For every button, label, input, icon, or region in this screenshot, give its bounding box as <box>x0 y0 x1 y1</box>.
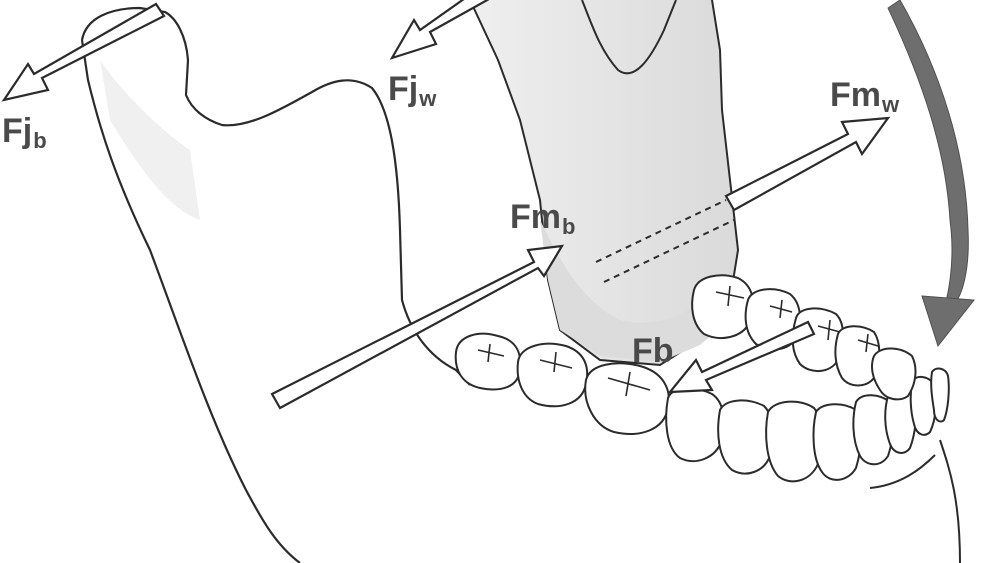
ramus-inner-shade <box>100 60 200 220</box>
label-fm-working: Fmw <box>830 78 899 116</box>
incisor-tooth <box>909 376 938 436</box>
balancing-side-mandible <box>80 6 471 563</box>
molar-tooth <box>516 342 589 408</box>
force-arrow-icon <box>389 0 490 60</box>
lower-teeth-row <box>454 332 950 483</box>
incisor-tooth <box>812 403 863 481</box>
label-fm-balancing: Fmb <box>510 200 575 238</box>
force-arrow-icon <box>1 2 166 102</box>
force-arrow-icon <box>667 320 816 394</box>
working-ramus-shading <box>540 220 730 362</box>
label-fm-w-main: Fm <box>830 76 881 114</box>
curved-arrow-head <box>921 295 975 348</box>
label-fj-w-main: Fj <box>388 70 419 108</box>
incisor-tooth <box>852 394 895 466</box>
chin-body <box>869 439 961 563</box>
far-teeth-row <box>691 274 917 401</box>
force-arrow-icon <box>724 116 891 212</box>
incisor-tooth <box>930 367 950 423</box>
label-fj-balancing: Fjb <box>2 114 47 152</box>
molar-tooth <box>691 274 755 339</box>
canine-tooth <box>871 347 917 401</box>
label-fm-w-sub: w <box>882 92 900 117</box>
curved-arrow-icon <box>887 0 969 305</box>
label-fj-b-sub: b <box>33 128 47 153</box>
working-side-ramus <box>469 0 740 367</box>
force-arrow-icon <box>270 244 565 410</box>
force-arrows <box>1 0 891 410</box>
muscle-line-dashed <box>595 199 735 283</box>
label-fb: Fb <box>632 334 674 368</box>
molar-tooth <box>584 362 670 435</box>
premolar-tooth <box>717 399 775 475</box>
label-fm-b-main: Fm <box>510 198 561 236</box>
label-fj-w-sub: w <box>419 86 437 111</box>
label-fj-working: Fjw <box>388 72 436 110</box>
label-fj-b-main: Fj <box>2 112 33 150</box>
label-fb-main: Fb <box>632 332 674 370</box>
premolar-tooth <box>665 387 725 463</box>
label-fm-b-sub: b <box>562 214 576 239</box>
cusp-marks <box>477 285 879 397</box>
